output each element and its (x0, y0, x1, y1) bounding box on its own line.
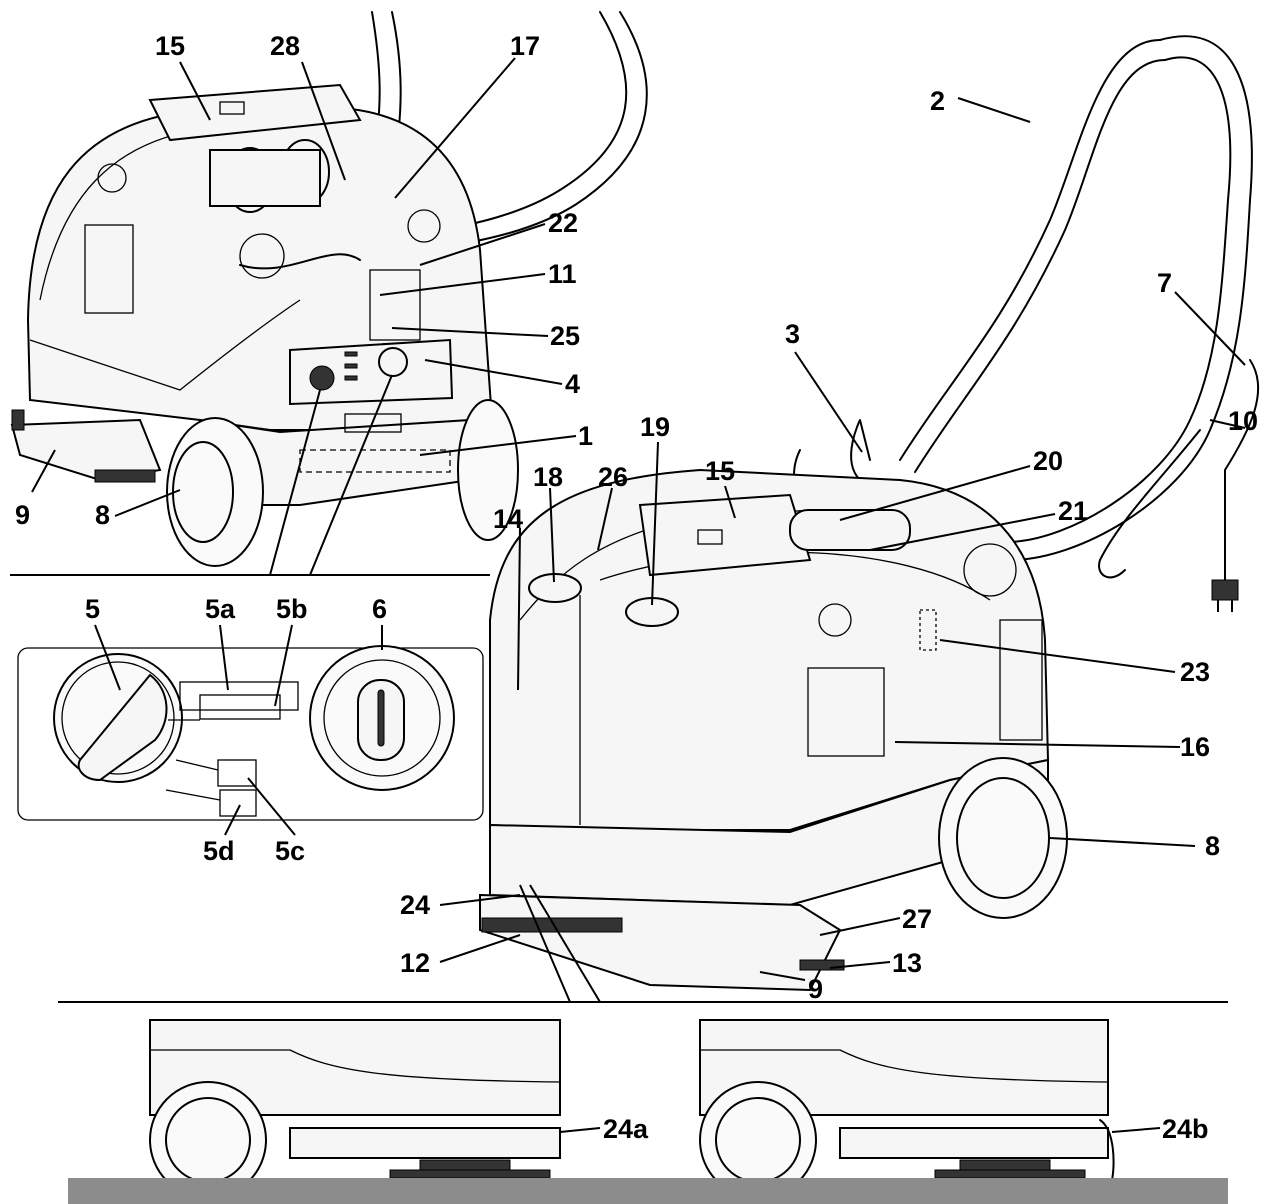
callout-24b: 24b (1162, 1114, 1209, 1144)
callout-23: 23 (1180, 657, 1210, 687)
callout-4: 4 (565, 369, 580, 399)
mode-icon-5b (199, 694, 281, 720)
callout-17: 17 (510, 31, 540, 61)
mode-icon-5d (219, 789, 257, 817)
callout-24a: 24a (603, 1114, 649, 1144)
callout-16: 16 (1180, 732, 1210, 762)
front-view-illustration (479, 35, 1260, 992)
callout-5: 5 (85, 594, 100, 624)
callout-3: 3 (785, 319, 800, 349)
callout-8-left: 8 (95, 500, 110, 530)
callout-25: 25 (550, 321, 580, 351)
mode-icon-5a (179, 681, 299, 711)
callout-5d: 5d (203, 836, 235, 866)
callout-27: 27 (902, 904, 932, 934)
callout-19: 19 (640, 412, 670, 442)
callout-26: 26 (598, 462, 628, 492)
callout-5b: 5b (276, 594, 308, 624)
callout-10: 10 (1228, 406, 1258, 436)
callout-8-right: 8 (1205, 831, 1220, 861)
callout-13: 13 (892, 948, 922, 978)
rear-view-illustration (10, 11, 648, 567)
mode-icon-5c (217, 759, 257, 787)
callout-18: 18 (533, 462, 563, 492)
callout-labels: 15 28 17 2 22 11 7 25 3 4 10 1 19 15 20 … (15, 31, 1258, 1144)
callout-14: 14 (493, 504, 523, 534)
floor-band (68, 1178, 1228, 1204)
callout-9-bottom: 9 (808, 974, 823, 1004)
callout-6: 6 (372, 594, 387, 624)
callout-5c: 5c (275, 836, 305, 866)
callout-7: 7 (1157, 268, 1172, 298)
callout-5a: 5a (205, 594, 236, 624)
callout-12: 12 (400, 948, 430, 978)
callout-1: 1 (578, 421, 593, 451)
callout-11: 11 (548, 259, 577, 289)
callout-15-mid: 15 (705, 456, 735, 486)
callout-22: 22 (548, 208, 578, 238)
callout-21: 21 (1058, 496, 1088, 526)
callout-15: 15 (155, 31, 185, 61)
callout-28: 28 (270, 31, 300, 61)
callout-9-left: 9 (15, 500, 30, 530)
side-view-position-24a (149, 1019, 561, 1199)
callout-24: 24 (400, 890, 430, 920)
side-view-position-24b (699, 1019, 1115, 1199)
control-panel-detail (17, 645, 484, 821)
leader-lines (31, 57, 1246, 1133)
callout-20: 20 (1033, 446, 1063, 476)
callout-2: 2 (930, 86, 945, 116)
